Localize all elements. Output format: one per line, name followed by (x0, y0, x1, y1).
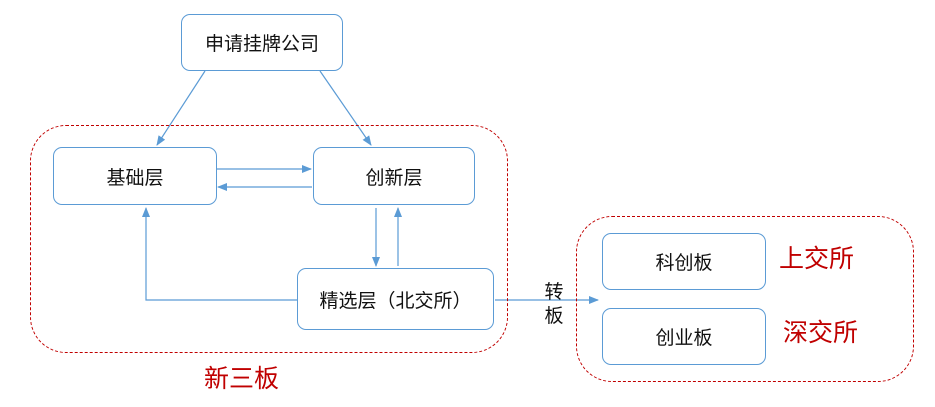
select-layer-node: 精选层（北交所） (297, 268, 494, 330)
chinext-node: 创业板 (602, 308, 766, 365)
exchange-group-boundary (576, 216, 914, 382)
neeq-group-label: 新三板 (204, 364, 280, 393)
arrow-applicant-to-innovation (319, 70, 372, 146)
transfer-board-label: 转 板 (541, 280, 567, 328)
neeq-group-boundary (30, 125, 508, 353)
szse-label: 深交所 (783, 318, 859, 347)
transfer-char-1: 转 (544, 281, 564, 303)
star-market-node: 科创板 (602, 233, 766, 290)
transfer-char-2: 板 (544, 305, 564, 327)
innovation-layer-node: 创新层 (313, 147, 475, 205)
applicant-company-node: 申请挂牌公司 (181, 14, 343, 71)
arrow-select-to-base (142, 207, 297, 301)
sse-label: 上交所 (779, 244, 855, 273)
base-layer-node: 基础层 (53, 147, 217, 205)
arrow-applicant-to-base (156, 70, 206, 146)
